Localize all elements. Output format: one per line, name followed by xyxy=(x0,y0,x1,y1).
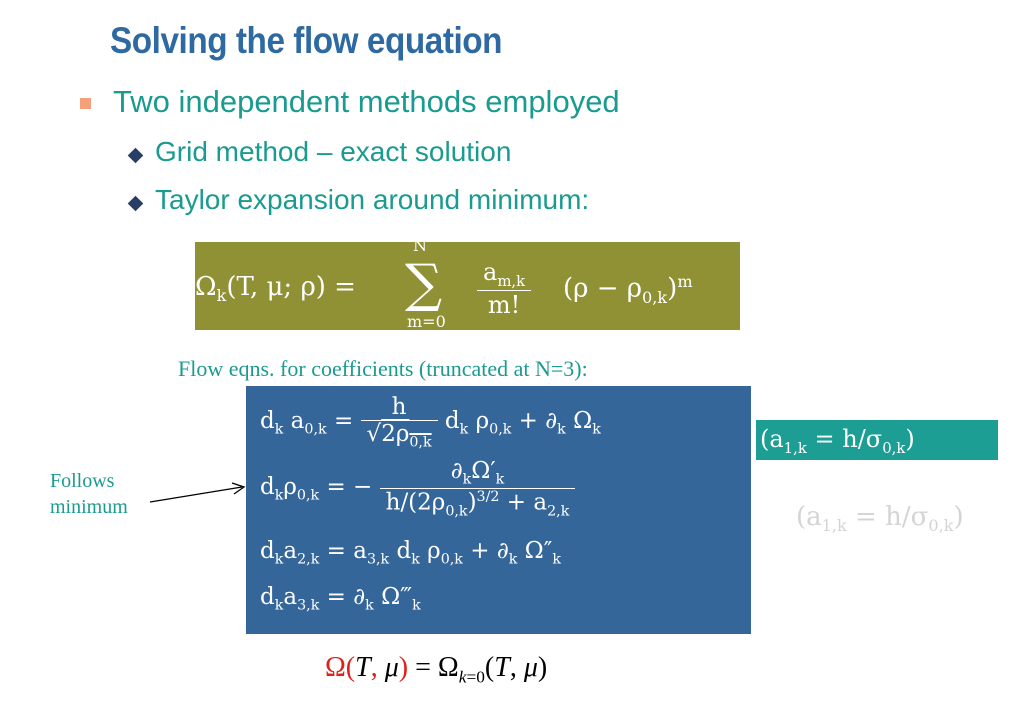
bottom-equation: Ω(T, μ) = Ωk=0(T, μ) xyxy=(325,652,548,687)
bullet-diamond-icon xyxy=(127,195,144,212)
flow-eq-rho0: dkρ0,k = − ∂kΩ′k h/(2ρ0,k)3/2 + a2,k xyxy=(260,458,576,519)
flow-eq-a2: dka2,k = a3,k dk ρ0,k + ∂k Ω″k xyxy=(260,538,561,568)
bullet-diamond-icon xyxy=(127,147,144,164)
taylor-equation-box: Ωk(T, μ; ρ) = N ∑ m=0 am,k m! (ρ − ρ0,k)… xyxy=(195,236,740,331)
a1-relation: (a1,k = h/σ0,k) xyxy=(760,425,915,457)
bullet-square-icon xyxy=(80,98,91,109)
bullet-sub-taylor: Taylor expansion around minimum: xyxy=(155,184,590,215)
flow-equations-box: dk a0,k = h √2ρ0,k dk ρ0,k + ∂k Ωk dkρ0,… xyxy=(246,386,751,634)
arrow-icon xyxy=(150,482,246,503)
bullet-sub-grid: Grid method – exact solution xyxy=(155,136,512,167)
follows-minimum-label: Follows minimum xyxy=(50,470,128,518)
flow-caption: Flow eqns. for coefficients (truncated a… xyxy=(178,356,588,381)
flow-eq-a0: dk a0,k = h √2ρ0,k dk ρ0,k + ∂k Ωk xyxy=(260,394,601,451)
bullet-main: Two independent methods employed xyxy=(113,84,620,119)
flow-eq-a3: dka3,k = ∂k Ω‴k xyxy=(260,584,421,614)
a1-relation-box: (a1,k = h/σ0,k) xyxy=(756,420,998,460)
a1-relation-ghost: (a1,k = h/σ0,k) xyxy=(796,502,964,536)
slide-title: Solving the flow equation xyxy=(110,20,503,61)
